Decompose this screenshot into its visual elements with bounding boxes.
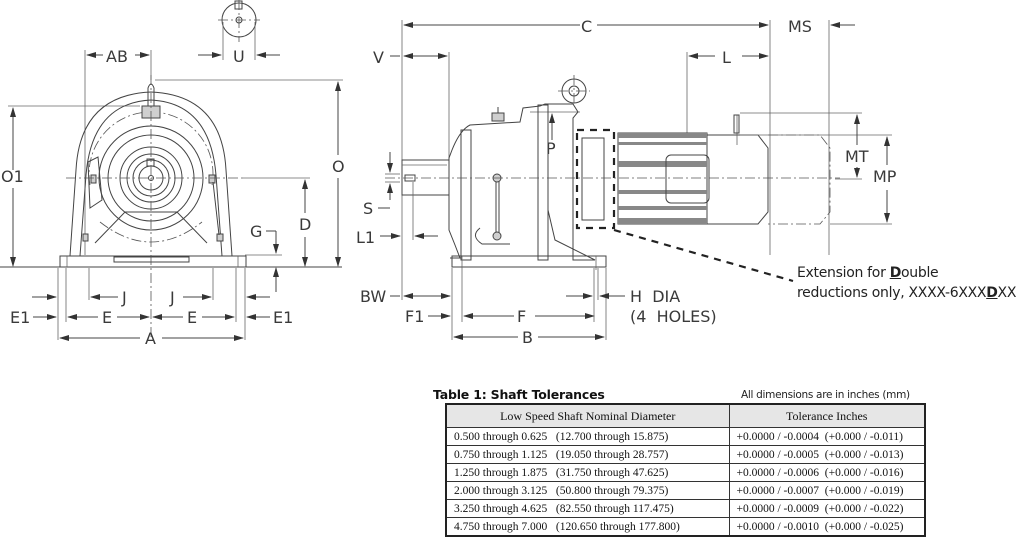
dim-label-bw: BW [360,287,386,306]
dim-label-g: G [250,222,262,241]
tolerance-cell: +0.0000 / -0.0010 (+0.000 / -0.025) [728,517,926,537]
column-header-tolerance: Tolerance Inches [728,403,926,428]
dim-label-e1-left: E1 [10,308,30,327]
table-row: 1.250 through 1.875 (31.750 through 47.6… [445,463,926,482]
column-header-diameter: Low Speed Shaft Nominal Diameter [445,403,730,428]
front-view: U AB O1 O D G [0,0,345,348]
table-row: 4.750 through 7.000 (120.650 through 177… [445,517,926,537]
table-row: 2.000 through 3.125 (50.800 through 79.3… [445,481,926,500]
shaft-tolerances-table: Low Speed Shaft Nominal Diameter Toleran… [445,403,926,537]
table-row: 0.500 through 0.625 (12.700 through 15.8… [445,427,926,446]
dim-label-e-left: E [102,308,112,327]
diameter-cell: 2.000 through 3.125 (50.800 through 79.3… [445,481,730,500]
dim-label-o1: O1 [1,167,24,186]
tolerance-cell: +0.0000 / -0.0007 (+0.000 / -0.019) [728,481,926,500]
table-row: 0.750 through 1.125 (19.050 through 28.7… [445,445,926,464]
side-view: C MS V L P [356,17,897,347]
tolerance-cell: +0.0000 / -0.0005 (+0.000 / -0.013) [728,445,926,464]
table-header-row: Low Speed Shaft Nominal Diameter Toleran… [445,403,926,428]
gear-reducer-dimension-drawing: U AB O1 O D G [0,0,897,348]
dim-label-mp: MP [873,167,897,186]
dim-label-h-dia: H DIA [630,287,680,306]
double-reduction-extension-box [575,128,616,230]
tolerance-cell: +0.0000 / -0.0009 (+0.000 / -0.022) [728,499,926,518]
table-row: 3.250 through 4.625 (82.550 through 117.… [445,499,926,518]
dim-label-f1: F1 [405,307,424,326]
dim-label-f: F [517,307,526,326]
extension-note-line-2: reductions only, XXXX-6XXXDXX [797,285,1017,301]
diameter-cell: 0.750 through 1.125 (19.050 through 28.7… [445,445,730,464]
tolerance-cell: +0.0000 / -0.0004 (+0.000 / -0.011) [728,427,926,446]
dim-label-ab: AB [106,47,128,66]
diameter-cell: 0.500 through 0.625 (12.700 through 15.8… [445,427,730,446]
table-units-note: All dimensions are in inches (mm) [741,389,910,401]
table-title: Table 1: Shaft Tolerances [433,387,605,402]
dim-label-ms: MS [788,17,812,36]
diameter-cell: 1.250 through 1.875 (31.750 through 47.6… [445,463,730,482]
dim-label-4-holes: (4 HOLES) [630,307,717,326]
dim-label-j-right: J [169,288,175,307]
dim-label-e1-right: E1 [273,308,293,327]
dim-label-a: A [145,329,156,348]
extension-note: Extension for Double reductions only, XX… [797,263,1016,303]
dim-label-v: V [373,48,384,67]
shaft-end-detail [198,0,280,60]
dim-label-s: S [363,199,373,218]
dim-label-mt: MT [845,147,869,166]
dim-label-d: D [299,215,311,234]
dim-label-u: U [233,47,245,66]
extension-note-line-1: Extension for Double [797,265,939,281]
dim-label-e-right: E [187,308,197,327]
dim-label-l1: L1 [356,228,375,247]
dim-label-j-left: J [121,288,127,307]
diameter-cell: 3.250 through 4.625 (82.550 through 117.… [445,499,730,518]
dim-label-o: O [332,157,345,176]
tolerance-cell: +0.0000 / -0.0006 (+0.000 / -0.016) [728,463,926,482]
motor-body [617,114,769,225]
dim-label-b: B [522,328,533,347]
double-letter-emphasis: D [889,265,902,281]
dim-label-c: C [581,17,592,36]
dim-label-p: P [546,139,556,158]
dim-label-l: L [722,48,731,67]
double-letter-emphasis: D [986,285,998,301]
diameter-cell: 4.750 through 7.000 (120.650 through 177… [445,517,730,537]
